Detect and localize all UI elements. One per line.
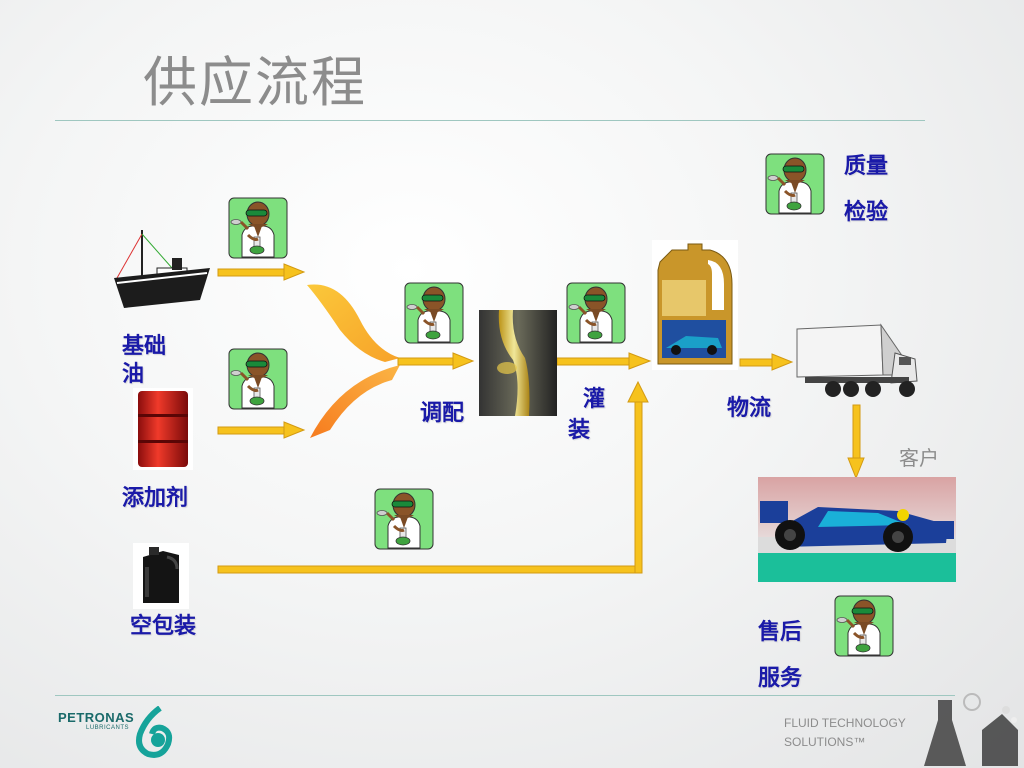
label-additive: 添加剂 <box>122 482 188 516</box>
label-aftersales-2: 服务 <box>758 662 802 696</box>
footer-divider <box>55 695 955 696</box>
label-filling-1: 灌 <box>583 383 605 417</box>
quality-inspector-icon <box>765 153 825 215</box>
arrow-to-filling <box>557 353 650 369</box>
petronas-logo: PETRONAS LUBRICANTS <box>58 710 134 731</box>
arrow-to-logistics <box>740 354 792 370</box>
arrow-base-oil <box>218 264 304 280</box>
quality-inspector-icon <box>374 488 434 550</box>
empty-canister-icon <box>133 543 189 609</box>
tagline-line-2: SOLUTIONS™ <box>784 733 906 752</box>
brand-sub: LUBRICANTS <box>58 725 134 731</box>
arrow-additive <box>218 422 304 438</box>
ship-icon <box>112 228 212 313</box>
quality-inspector-icon <box>228 197 288 259</box>
quality-inspector-icon <box>566 282 626 344</box>
label-qc-2: 检验 <box>844 196 888 230</box>
tagline-line-1: FLUID TECHNOLOGY <box>784 714 906 733</box>
quality-inspector-icon <box>834 595 894 657</box>
arrow-to-blending <box>398 353 473 369</box>
lab-flask-graphic <box>922 690 1022 768</box>
label-base-oil: 基础油 <box>122 333 182 389</box>
oil-pour-icon <box>479 310 557 416</box>
race-car-image <box>758 477 956 582</box>
brand-name: PETRONAS <box>58 710 134 725</box>
label-blending: 调配 <box>420 397 464 431</box>
quality-inspector-icon <box>228 348 288 410</box>
oil-bottle-icon <box>652 240 738 370</box>
arrow-to-customer <box>848 405 864 478</box>
label-empty-pack: 空包装 <box>130 610 196 644</box>
petronas-emblem-icon <box>132 706 174 758</box>
truck-icon <box>795 323 919 403</box>
merge-curve-bottom <box>310 365 400 438</box>
tagline: FLUID TECHNOLOGY SOLUTIONS™ <box>784 714 906 752</box>
quality-inspector-icon <box>404 282 464 344</box>
label-logistics: 物流 <box>727 392 771 426</box>
drum-icon <box>133 388 193 470</box>
label-qc-1: 质量 <box>844 150 888 184</box>
merge-curve-top <box>307 284 400 362</box>
label-filling-2: 装 <box>568 414 590 448</box>
label-customer: 客户 <box>899 442 939 471</box>
label-aftersales-1: 售后 <box>758 616 802 650</box>
